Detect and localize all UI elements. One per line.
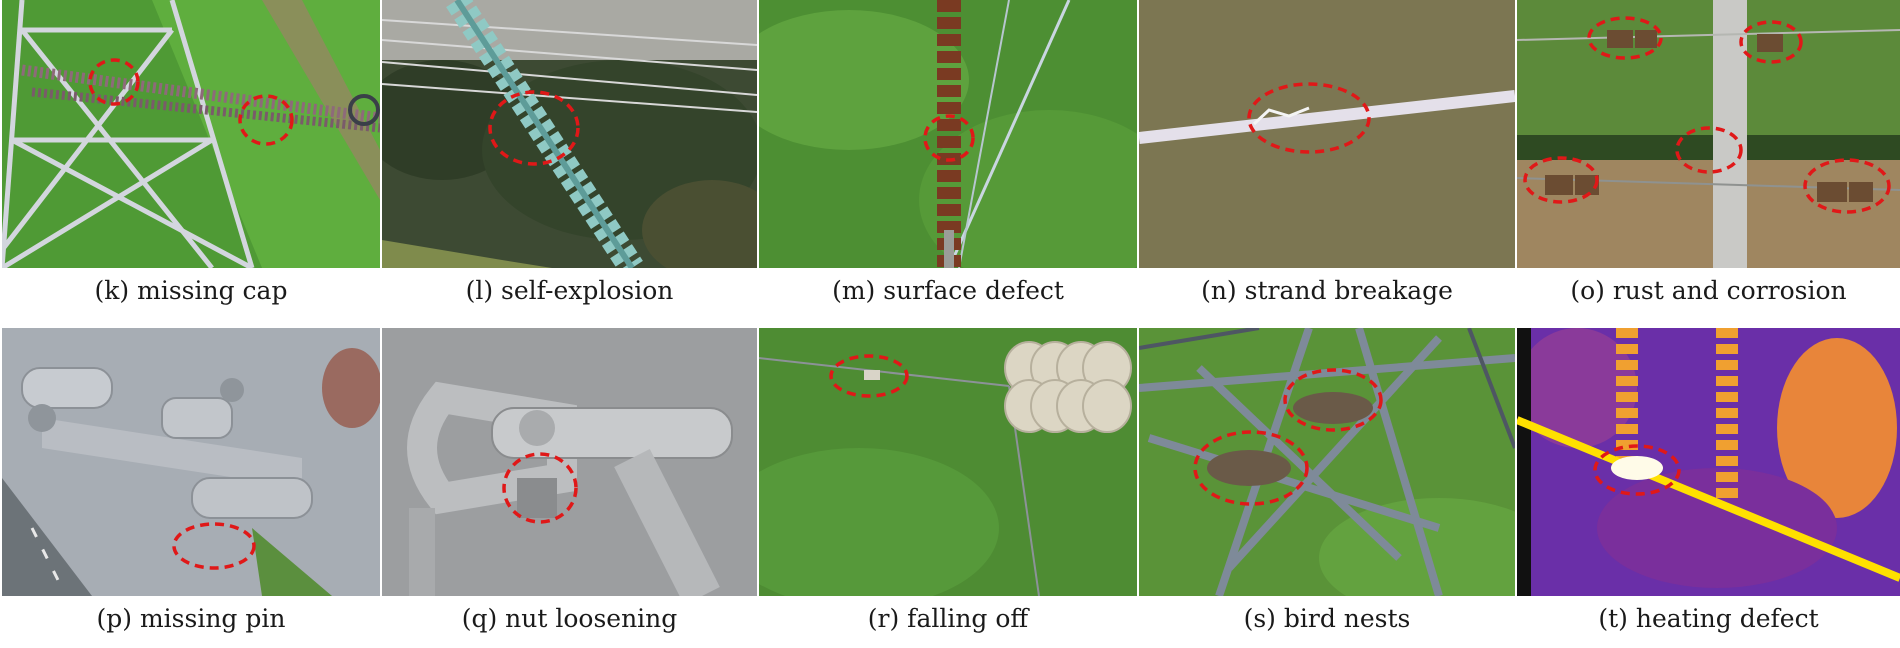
caption-q: (q) nut loosening [461, 604, 678, 633]
defect-marker [172, 522, 256, 570]
caption-l: (l) self-explosion [465, 276, 674, 305]
caption-k: (k) missing cap [94, 276, 288, 305]
photo-missing-pin [2, 328, 380, 596]
caption-m: (m) surface defect [832, 276, 1064, 305]
caption-p: (p) missing pin [96, 604, 286, 633]
photo-heating-defect [1517, 328, 1900, 596]
photo-missing-cap [2, 0, 380, 268]
photo-falling-off [759, 328, 1137, 596]
defect-marker [1587, 16, 1663, 60]
photo-bird-nests [1139, 328, 1515, 596]
defect-marker [923, 114, 975, 162]
photo-self-explosion [382, 0, 757, 268]
defect-marker [1675, 126, 1743, 174]
photo-strand-breakage [1139, 0, 1515, 268]
defect-marker [1593, 444, 1681, 496]
defect-marker [1803, 158, 1891, 214]
defect-marker [1283, 368, 1383, 432]
defect-marker [1193, 430, 1309, 506]
defect-marker [488, 90, 580, 166]
photo-rust-corrosion [1517, 0, 1900, 268]
caption-s: (s) bird nests [1243, 604, 1411, 633]
defect-marker [1247, 82, 1371, 154]
photo-nut-loosening [382, 328, 757, 596]
defect-marker [502, 452, 578, 524]
defect-marker [1523, 156, 1599, 204]
defect-marker [1739, 20, 1803, 64]
defect-marker [238, 94, 294, 146]
caption-n: (n) strand breakage [1201, 276, 1453, 305]
caption-r: (r) falling off [867, 604, 1029, 633]
defect-marker [88, 58, 140, 106]
caption-o: (o) rust and corrosion [1570, 276, 1847, 305]
caption-t: (t) heating defect [1598, 604, 1819, 633]
photo-surface-defect [759, 0, 1137, 268]
defect-marker [829, 354, 909, 398]
